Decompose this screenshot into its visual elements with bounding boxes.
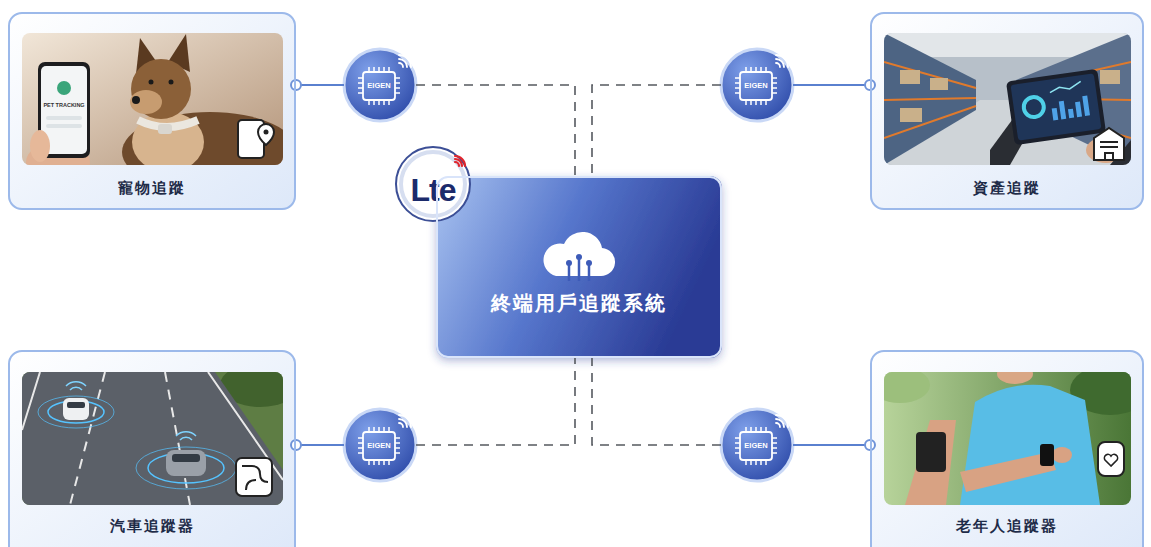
thumb	[30, 130, 50, 162]
tablet	[1006, 69, 1106, 145]
warehouse-photo	[884, 33, 1131, 165]
hand	[1052, 447, 1072, 463]
road	[22, 372, 283, 505]
tablet-screen	[1011, 73, 1102, 140]
lte-badge	[396, 147, 470, 221]
chip-symbol	[721, 49, 793, 121]
card-title: 資產追蹤	[973, 178, 1041, 198]
connector-line	[296, 84, 344, 86]
circuit-node	[566, 260, 572, 266]
car	[166, 450, 206, 476]
lte-badge-ring	[401, 152, 465, 216]
chip-node: EIGEN	[344, 409, 416, 481]
wireless-symbol	[176, 432, 196, 440]
paw-dot	[264, 130, 269, 135]
armband	[916, 432, 946, 472]
windshield	[67, 402, 85, 408]
shirt	[960, 385, 1100, 505]
chip-label: EIGEN	[367, 441, 390, 450]
lte-logo: Lte	[411, 173, 456, 207]
port-rings	[291, 80, 875, 450]
warehouse-icon-lines	[1100, 142, 1118, 160]
signal-ring	[136, 447, 236, 489]
connector-line	[793, 84, 870, 86]
car	[63, 398, 89, 420]
card-ground	[8, 12, 296, 210]
dog-eye	[149, 80, 154, 85]
circuit-node	[576, 254, 582, 260]
dog-head	[131, 59, 191, 119]
circuit-node	[586, 260, 592, 266]
system-title: 終端用戶追蹤系統	[491, 290, 667, 316]
system-box: 終端用戶追蹤系統	[436, 176, 722, 358]
tracker-card: 寵物追蹤	[8, 12, 296, 210]
dashed-link	[592, 358, 721, 445]
park-photo	[884, 372, 1131, 505]
app-logo	[57, 81, 71, 95]
chip-label: EIGEN	[367, 81, 390, 90]
photo-ground	[884, 33, 1131, 165]
dog-body	[122, 112, 283, 165]
dog-snout	[130, 90, 162, 114]
card-ground	[870, 12, 1144, 210]
warehouse-icon	[1094, 128, 1124, 160]
screen-line	[46, 124, 82, 128]
windshield	[172, 454, 200, 462]
location-pin-icon	[258, 124, 274, 145]
tracker-card: 資產追蹤	[870, 12, 1144, 210]
tablet-body	[1006, 69, 1106, 145]
chip-label: EIGEN	[744, 81, 767, 90]
port-ring	[291, 440, 301, 450]
chart-ring	[1023, 96, 1046, 119]
map-route	[242, 466, 268, 490]
lte-signal	[455, 156, 465, 166]
map-icon	[236, 458, 272, 496]
watch-icon	[1098, 442, 1124, 476]
card-title: 老年人追蹤器	[956, 516, 1058, 536]
screen-line	[46, 116, 82, 120]
chart-line	[1049, 81, 1082, 92]
connector-line	[296, 444, 344, 446]
dog-nose	[132, 96, 140, 104]
road-photo	[22, 372, 283, 505]
arm	[905, 420, 956, 505]
dog-eye	[169, 80, 174, 85]
lte-badge: Lte	[396, 147, 470, 221]
dashed-link	[416, 358, 575, 445]
chip-symbol	[721, 409, 793, 481]
chip-label: EIGEN	[744, 441, 767, 450]
heart-symbol	[1104, 454, 1117, 466]
pet-photo	[22, 33, 283, 165]
collar-tracker	[158, 124, 172, 134]
tracker-card: 老年人追蹤器	[870, 350, 1144, 547]
connectors	[296, 85, 870, 445]
signal-ring	[38, 396, 114, 428]
chip-node: EIGEN	[344, 49, 416, 121]
tracker-card: 汽車追蹤器	[8, 350, 296, 547]
chip-symbol	[344, 409, 416, 481]
dog-chest	[132, 112, 204, 165]
wireless-symbol	[66, 382, 86, 390]
dashed-link	[416, 85, 575, 176]
dashed-link	[592, 85, 721, 176]
system-box-ground	[436, 176, 722, 358]
card-title: 寵物追蹤	[118, 178, 186, 198]
smart-watch	[1040, 444, 1054, 466]
lane-lines	[70, 372, 190, 505]
chip-node: EIGEN	[721, 409, 793, 481]
screen-text: PET TRACKING	[41, 101, 87, 109]
connector-line	[793, 444, 870, 446]
chip-symbol	[344, 49, 416, 121]
cloud-circuit	[569, 259, 589, 281]
card-title: 汽車追蹤器	[110, 516, 195, 536]
chip-node: EIGEN	[721, 49, 793, 121]
trees	[884, 372, 930, 403]
chin	[997, 372, 1033, 384]
port-ring	[291, 80, 301, 90]
chart-bars	[1053, 96, 1087, 120]
